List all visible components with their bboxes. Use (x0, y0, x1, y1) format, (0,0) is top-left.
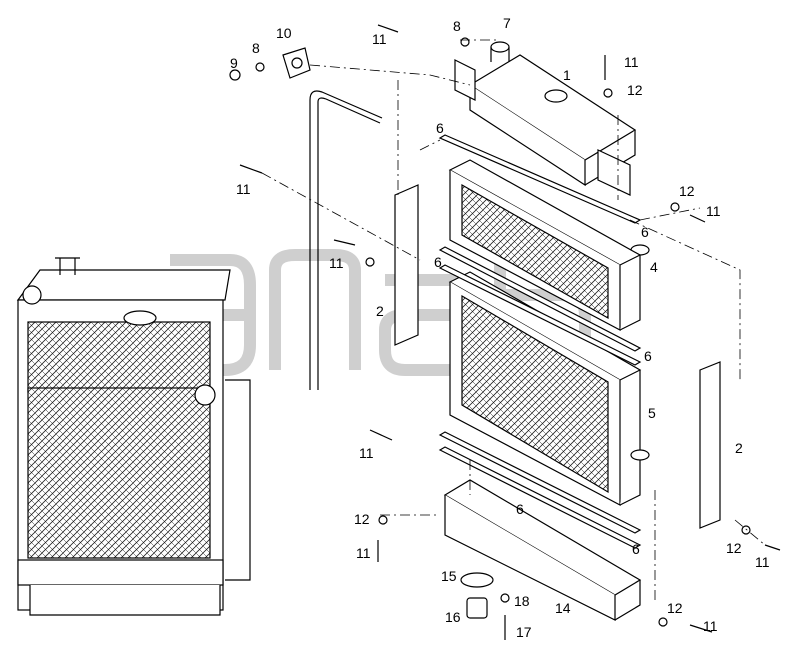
callout-6-b: 6 (641, 224, 649, 240)
callout-4: 4 (650, 259, 658, 275)
callout-10: 10 (276, 25, 292, 41)
main-core (448, 271, 650, 506)
assembly-lines (261, 39, 766, 600)
callout-17: 17 (516, 624, 532, 640)
callout-12-a: 12 (627, 82, 643, 98)
callout-12-c: 12 (354, 511, 370, 527)
expansion-tank (454, 41, 650, 256)
callout-6-e: 6 (516, 501, 524, 517)
callout-11-c: 11 (236, 181, 251, 197)
callout-labels: 1 2 2 4 5 6 6 6 6 6 6 7 8 8 9 10 11 11 1… (230, 15, 770, 640)
seal-strips (438, 134, 642, 549)
callout-6-c: 6 (434, 254, 442, 270)
callout-1: 1 (563, 67, 571, 83)
callout-11-h: 11 (755, 554, 770, 570)
bottom-tray (443, 479, 642, 621)
callout-2-right: 2 (735, 440, 743, 456)
callout-15: 15 (441, 568, 457, 584)
callout-2-left: 2 (376, 303, 384, 319)
callout-11-b: 11 (624, 54, 639, 70)
callout-11-d: 11 (706, 203, 721, 219)
callout-6-a: 6 (436, 120, 444, 136)
side-plates (394, 184, 721, 529)
callout-11-f: 11 (359, 445, 374, 461)
callout-18: 18 (514, 593, 530, 609)
callout-5: 5 (648, 405, 656, 421)
callout-8-top: 8 (453, 18, 461, 34)
callout-6-f: 6 (632, 541, 640, 557)
assembled-radiator (16, 257, 251, 616)
callout-7: 7 (503, 15, 511, 31)
callout-12-d: 12 (726, 540, 742, 556)
callout-6-d: 6 (644, 348, 652, 364)
callout-16: 16 (445, 609, 461, 625)
callout-11-i: 11 (703, 618, 718, 634)
upper-core (448, 159, 642, 331)
overflow-hose (309, 90, 383, 390)
callout-12-b: 12 (679, 183, 695, 199)
callout-9: 9 (230, 55, 238, 71)
callout-11-a: 11 (372, 31, 387, 47)
callout-8-left: 8 (252, 40, 260, 56)
callout-11-e: 11 (329, 255, 344, 271)
callout-14: 14 (555, 600, 571, 616)
callout-11-g: 11 (356, 545, 371, 561)
callout-12-e: 12 (667, 600, 683, 616)
